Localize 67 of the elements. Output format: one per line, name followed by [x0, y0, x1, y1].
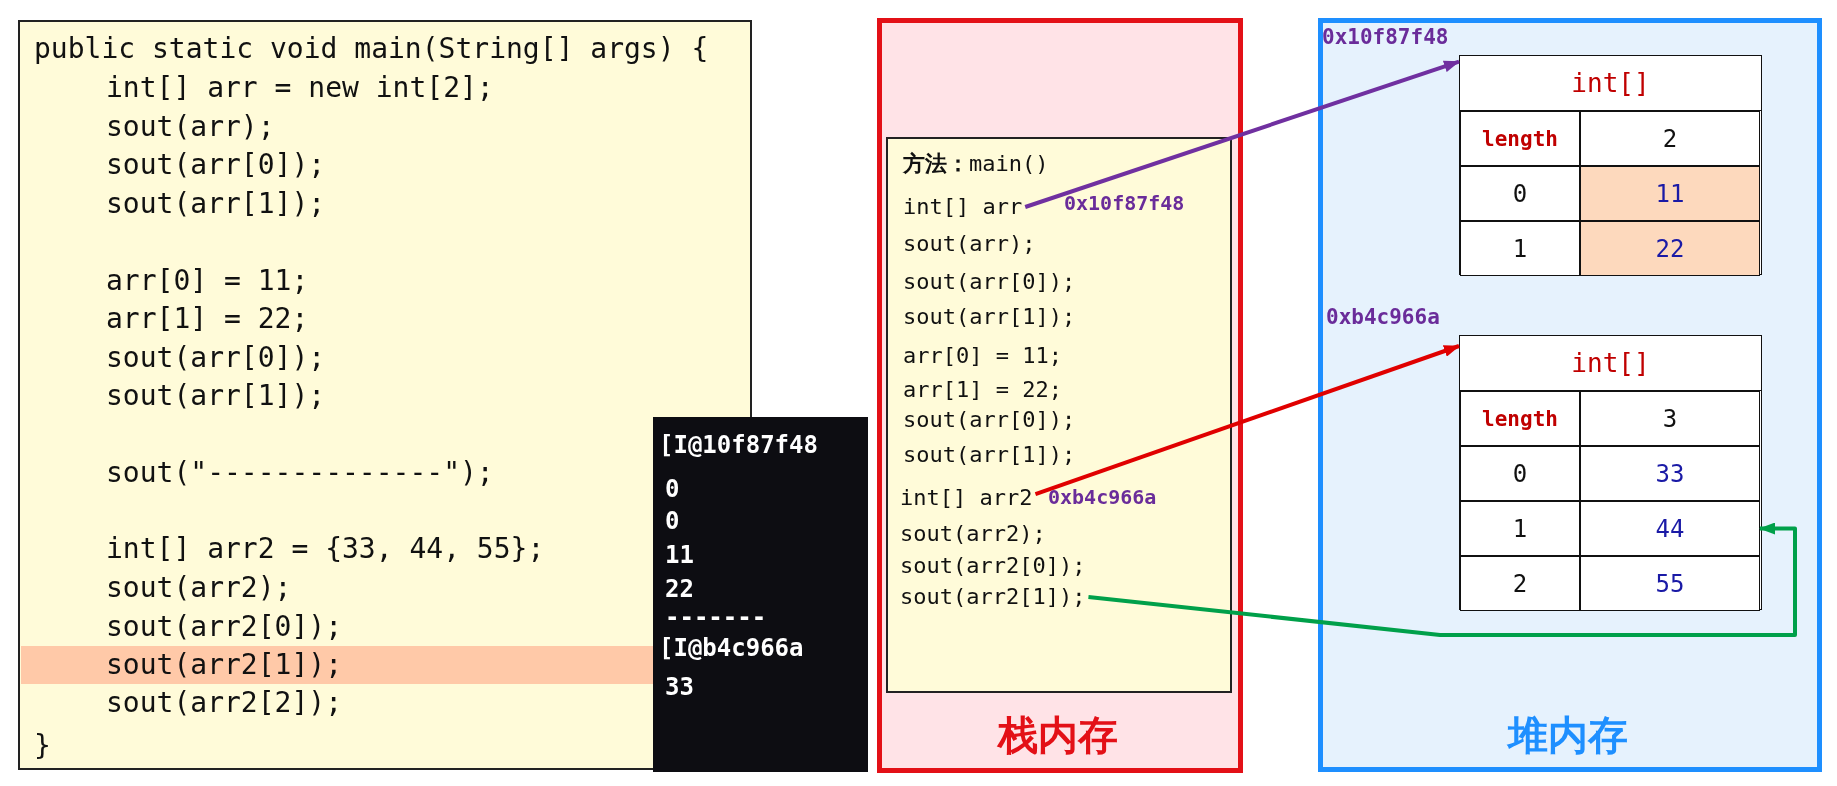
code-line: sout(arr[0]);: [106, 147, 326, 183]
table-cell: 33: [1580, 446, 1760, 501]
console-output: [I@10f87f48: [659, 431, 818, 459]
table-cell: 3: [1580, 391, 1760, 446]
stack-code-line: sout(arr2[0]);: [900, 553, 1086, 579]
arrow: [1024, 59, 1460, 209]
region-title: 堆内存: [1508, 711, 1628, 760]
console-output: 22: [665, 575, 694, 603]
array-table: [1459, 55, 1762, 275]
code-line: int[] arr2 = {33, 44, 55};: [106, 531, 545, 567]
table-header: int[]: [1571, 68, 1650, 98]
code-line: arr[0] = 11;: [106, 263, 309, 299]
table-cell: 22: [1580, 221, 1760, 276]
console-output: 0: [665, 475, 680, 503]
stack-code-line: sout(arr[1]);: [903, 442, 1076, 468]
console-output: [I@b4c966a: [659, 634, 804, 662]
console-output: 11: [665, 541, 694, 569]
memory-address: 0x10f87f48: [1322, 24, 1449, 50]
heap-memory-region: [1318, 18, 1822, 772]
stack-code-line: sout(arr2);: [900, 521, 1046, 547]
table-cell: 2: [1580, 111, 1760, 166]
console-panel: [653, 417, 868, 772]
method-frame: [886, 137, 1232, 693]
code-line: sout(arr[1]);: [106, 186, 326, 222]
array-table: [1459, 335, 1762, 610]
region-title: 栈内存: [998, 711, 1118, 760]
code-line: }: [34, 728, 51, 764]
console-output: -------: [665, 603, 767, 631]
code-line: sout(arr);: [106, 109, 275, 145]
stack-code-line: int[] arr2: [900, 485, 1033, 511]
stack-memory-region: [877, 18, 1243, 773]
table-cell: 1: [1460, 501, 1580, 556]
code-line: arr[1] = 22;: [106, 301, 309, 337]
code-line: sout(arr2[2]);: [106, 685, 342, 721]
table-cell: length: [1460, 111, 1580, 166]
stack-code-line: sout(arr2[1]);: [900, 584, 1086, 610]
code-line: sout(arr[0]);: [106, 340, 326, 376]
memory-address: 0xb4c966a: [1326, 304, 1440, 330]
stack-code-line: arr[1] = 22;: [903, 377, 1062, 403]
frame-heading: 方法：main(): [903, 150, 1049, 178]
arrow: [1034, 344, 1460, 496]
code-line: sout(arr2);: [106, 570, 292, 606]
memory-address: 0xb4c966a: [1048, 484, 1157, 510]
stack-code-line: sout(arr);: [903, 231, 1036, 257]
code-line: public static void main(String[] args) {: [34, 31, 709, 67]
table-header: int[]: [1571, 348, 1650, 378]
table-cell: 2: [1460, 556, 1580, 611]
memory-address: 0x10f87f48: [1064, 190, 1185, 216]
console-output: 33: [665, 673, 694, 701]
stack-code-line: sout(arr[0]);: [903, 269, 1076, 295]
table-cell: 11: [1580, 166, 1760, 221]
console-output: 0: [665, 507, 680, 535]
arrow: [1088, 522, 1797, 637]
table-cell: 44: [1580, 501, 1760, 556]
stack-code-line: int[] arr: [903, 194, 1023, 220]
code-line: int[] arr = new int[2];: [106, 70, 494, 106]
stack-code-line: sout(arr[0]);: [903, 407, 1076, 433]
stack-code-line: sout(arr[1]);: [903, 304, 1076, 330]
stack-code-line: arr[0] = 11;: [903, 343, 1062, 369]
table-cell: 0: [1460, 446, 1580, 501]
code-line: sout(arr[1]);: [106, 378, 326, 414]
table-cell: 1: [1460, 221, 1580, 276]
code-line: sout("--------------");: [106, 455, 494, 491]
table-cell: 55: [1580, 556, 1760, 611]
code-line: sout(arr2[0]);: [106, 609, 342, 645]
table-cell: length: [1460, 391, 1580, 446]
table-cell: 0: [1460, 166, 1580, 221]
